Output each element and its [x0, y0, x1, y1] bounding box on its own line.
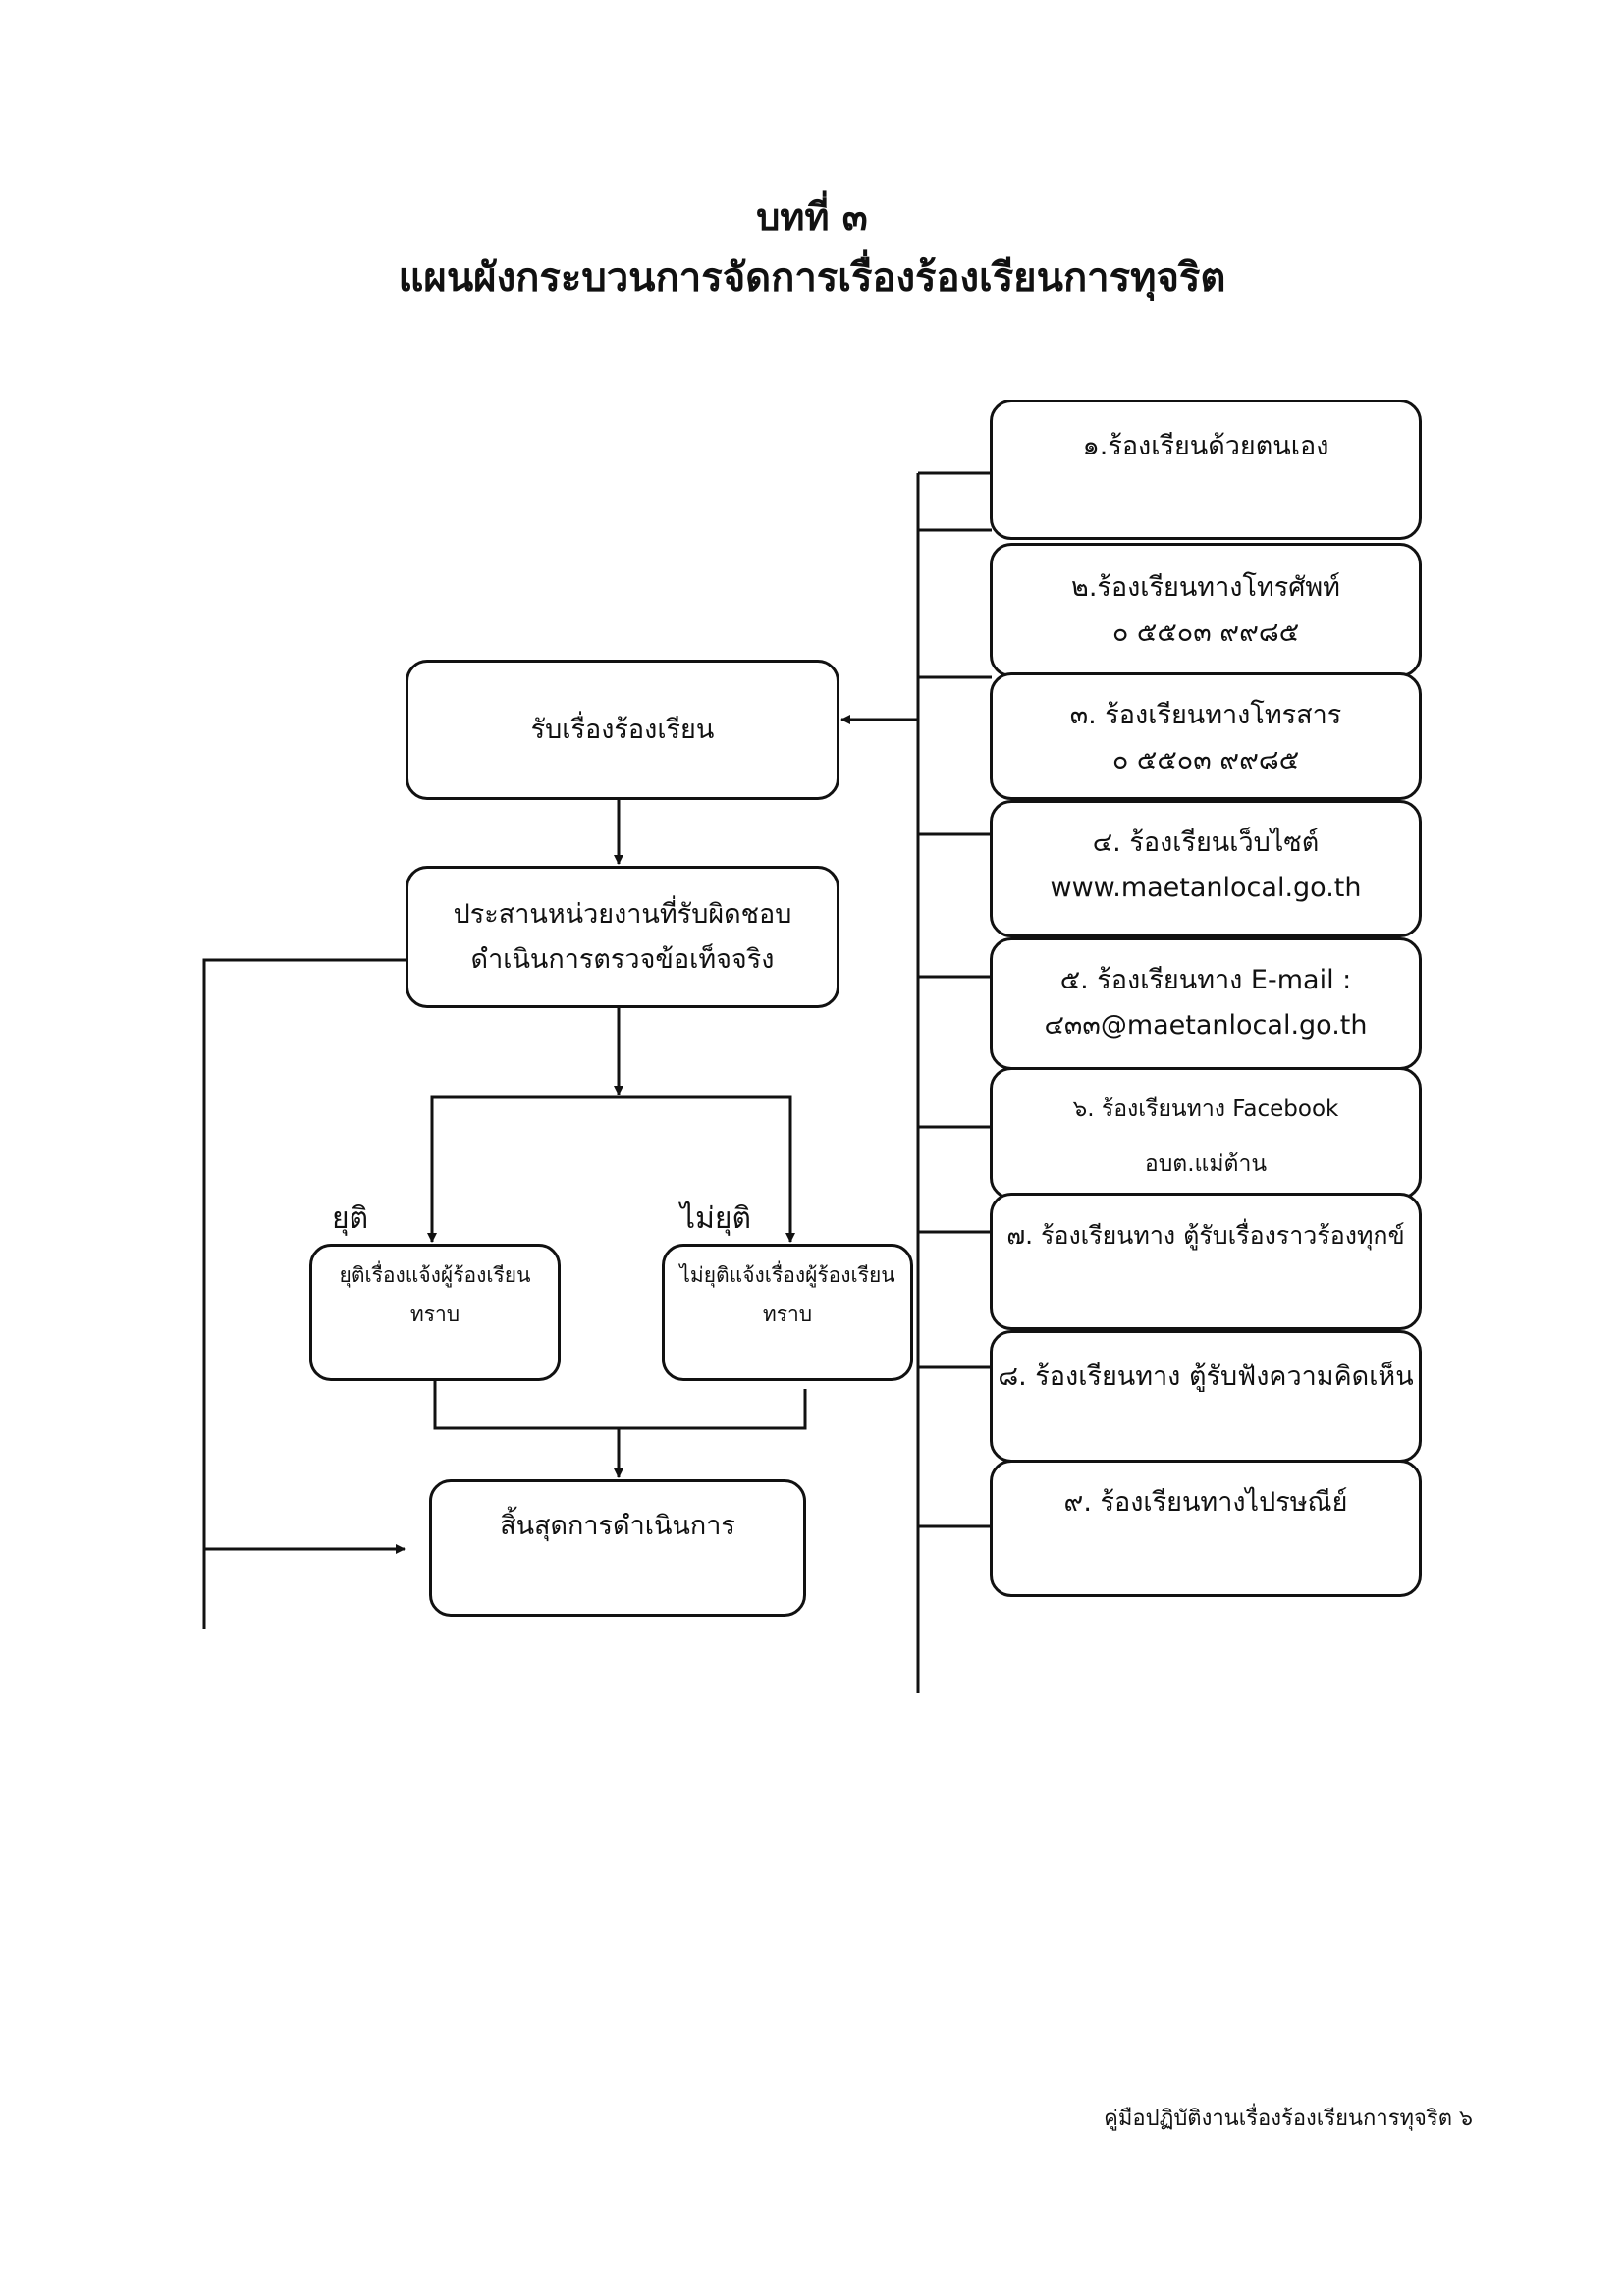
channel-9-line1: ๙. ร้องเรียนทางไปรษณีย์ [1063, 1487, 1348, 1518]
coordinate-line1: ประสานหน่วยงานที่รับผิดชอบ [453, 898, 792, 930]
page-footer: คู่มือปฏิบัติงานเรื่องร้องเรียนการทุจริต… [1104, 2107, 1473, 2131]
left-return-line [202, 958, 406, 1629]
channel-5-line1: ๕. ร้องเรียนทาง E-mail : [1059, 965, 1352, 995]
channel-box-3: ๓. ร้องเรียนทางโทรสาร ๐ ๕๕๐๓ ๙๙๘๕ [990, 672, 1422, 800]
channel-1-line1: ๑.ร้องเรียนด้วยตนเอง [1082, 431, 1329, 461]
channel-box-9: ๙. ร้องเรียนทางไปรษณีย์ [990, 1460, 1422, 1597]
branch-no-terminate-label: ไม่ยุติ [680, 1201, 751, 1236]
channel-6-line1: ๖. ร้องเรียนทาง Facebook [1072, 1096, 1339, 1122]
channel-4-line1: ๔. ร้องเรียนเว็บไซต์ [1092, 828, 1320, 858]
branch-terminate-label: ยุติ [332, 1201, 369, 1236]
channel-2-line2: ๐ ๕๕๐๓ ๙๙๘๕ [1111, 616, 1300, 648]
channel-7-line1: ๗. ร้องเรียนทาง ตู้รับเรื่องราวร้องทุกข์ [1006, 1221, 1405, 1250]
channel-box-2: ๒.ร้องเรียนทางโทรศัพท์ ๐ ๕๕๐๓ ๙๙๘๕ [990, 543, 1422, 677]
no-terminate-notify-line1: ไม่ยุติแจ้งเรื่องผู้ร้องเรียน [679, 1263, 895, 1287]
coordinate-line2: ดำเนินการตรวจข้อเท็จจริง [470, 943, 775, 975]
end-process-box: สิ้นสุดการดำเนินการ [429, 1479, 806, 1617]
channel-8-line1: ๘. ร้องเรียนทาง ตู้รับฟังความคิดเห็น [998, 1362, 1414, 1392]
channel-6-line2: อบต.แม่ต้าน [1144, 1151, 1268, 1178]
page-title: แผนผังกระบวนการจัดการเรื่องร้องเรียนการท… [398, 255, 1226, 300]
channel-box-5: ๕. ร้องเรียนทาง E-mail : ๔๓๓@maetanlocal… [990, 937, 1422, 1070]
channel-box-4: ๔. ร้องเรียนเว็บไซต์ www.maetanlocal.go.… [990, 800, 1422, 937]
receive-complaint-label: รับเรื่องร้องเรียน [530, 714, 715, 745]
terminate-notify-line1: ยุติเรื่องแจ้งผู้ร้องเรียน [339, 1263, 531, 1287]
receive-complaint-box: รับเรื่องร้องเรียน [406, 660, 839, 800]
channel-5-line2: ๔๓๓@maetanlocal.go.th [1044, 1009, 1368, 1041]
no-terminate-notify-box: ไม่ยุติแจ้งเรื่องผู้ร้องเรียน ทราบ [662, 1244, 913, 1381]
channel-box-7: ๗. ร้องเรียนทาง ตู้รับเรื่องราวร้องทุกข์ [990, 1193, 1422, 1330]
coordinate-box: ประสานหน่วยงานที่รับผิดชอบ ดำเนินการตรวจ… [406, 866, 839, 1008]
channel-4-line2: www.maetanlocal.go.th [1050, 872, 1362, 903]
channel-box-8: ๘. ร้องเรียนทาง ตู้รับฟังความคิดเห็น [990, 1330, 1422, 1463]
terminate-notify-box: ยุติเรื่องแจ้งผู้ร้องเรียน ทราบ [309, 1244, 561, 1381]
no-terminate-notify-line2: ทราบ [762, 1302, 813, 1326]
channel-3-line1: ๓. ร้องเรียนทางโทรสาร [1069, 700, 1342, 730]
terminate-notify-line2: ทราบ [409, 1302, 460, 1326]
channel-3-line2: ๐ ๕๕๐๓ ๙๙๘๕ [1111, 744, 1300, 775]
channel-2-line1: ๒.ร้องเรียนทางโทรศัพท์ [1071, 572, 1340, 603]
end-process-label: สิ้นสุดการดำเนินการ [500, 1511, 735, 1541]
chapter-heading: บทที่ ๓ [756, 195, 868, 239]
channel-box-6: ๖. ร้องเรียนทาง Facebook อบต.แม่ต้าน [990, 1067, 1422, 1200]
channel-box-1: ๑.ร้องเรียนด้วยตนเอง [990, 400, 1422, 540]
